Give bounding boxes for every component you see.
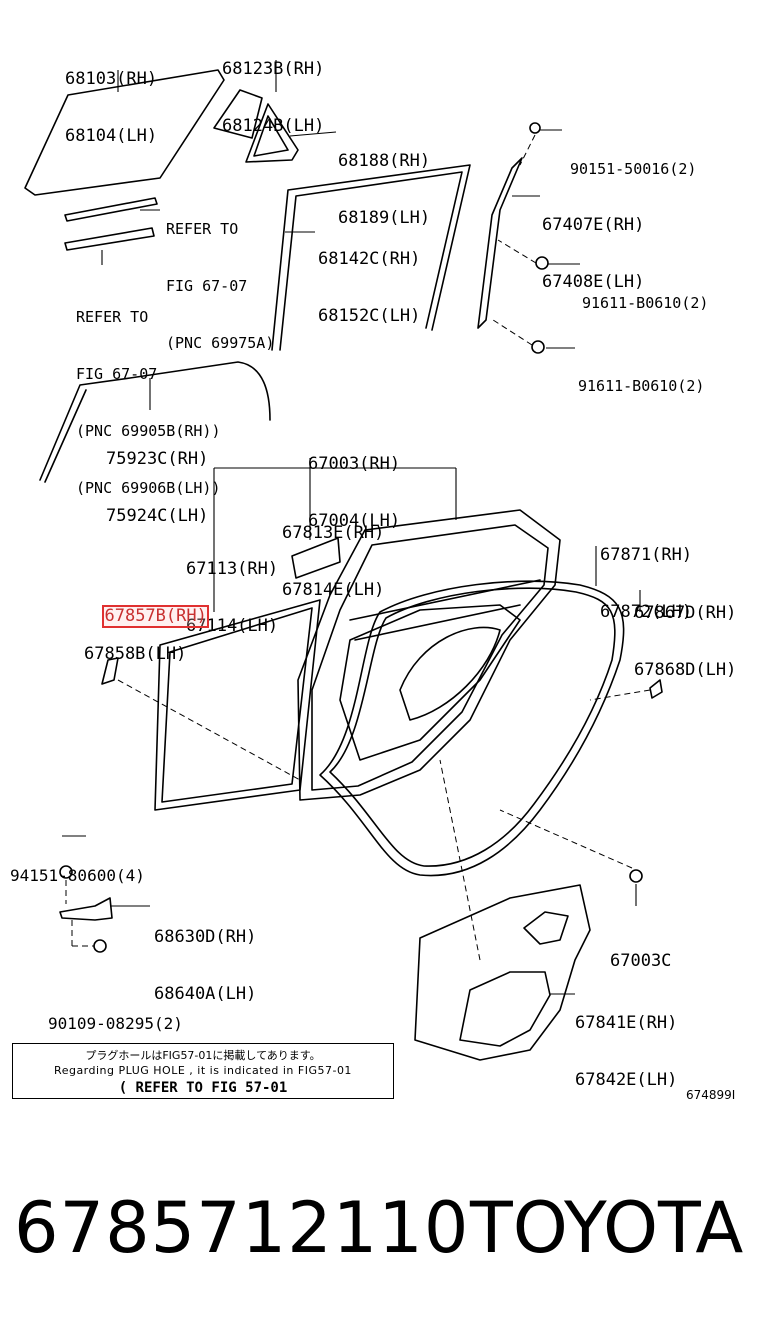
door-check-shape [59, 897, 113, 921]
bolt-shape [93, 939, 107, 953]
figure-id: 674899I [686, 1088, 736, 1102]
door-panel-shape [297, 509, 561, 801]
label-67813e: 67813E(RH) 67814E(LH) [282, 523, 385, 600]
label-refer-pnc-69975a: REFER TO FIG 67-07 (PNC 69975A) [166, 220, 275, 352]
label-67867d: 67867D(RH) 67868D(LH) [634, 603, 737, 680]
label-67407e: 67407E(RH) 67408E(LH) [542, 215, 645, 292]
notice-japanese: プラグホールはFIG57-01に掲載してあります。 [85, 1049, 321, 1062]
label-91611-b0610-upper: 91611-B0610(2) [582, 294, 709, 312]
label-67113: 67113(RH) 67114(LH) [186, 559, 279, 636]
notice-english: Regarding PLUG HOLE , it is indicated in… [54, 1064, 352, 1077]
belt-strip-upper [64, 197, 158, 222]
trim-board-shape [414, 884, 591, 1061]
label-91611-b0610-lower: 91611-B0610(2) [578, 377, 705, 395]
label-67841e: 67841E(RH) 67842E(LH) [575, 1013, 678, 1090]
part-number: 6785712110 [14, 1187, 470, 1269]
division-bar-shape [477, 157, 523, 329]
bolt-shape [629, 869, 643, 883]
clip-shape [649, 679, 663, 699]
label-68630d: 68630D(RH) 68640A(LH) [154, 927, 257, 1004]
plug-hole-notice-box: プラグホールはFIG57-01に掲載してあります。 Regarding PLUG… [12, 1043, 394, 1099]
label-67857b: 67857B(RH) 67858B(LH) [84, 605, 209, 664]
weatherstrip-shape [319, 580, 625, 877]
corner-frame-shape [245, 103, 299, 163]
notice-refer: ( REFER TO FIG 57-01 [118, 1080, 288, 1096]
run-channel-shape [271, 164, 471, 351]
label-94151-80600: 94151-80600(4) [10, 866, 145, 885]
label-67871: 67871(RH) 67872(LH) [600, 545, 693, 622]
screw-shape [529, 122, 541, 134]
highlighted-part-label[interactable]: 67857B(RH) [102, 605, 209, 628]
label-68188: 68188(RH) 68189(LH) [338, 151, 431, 228]
brand-name: TOYOTA [470, 1187, 744, 1269]
pad-shape [291, 537, 341, 579]
door-seal-shape [154, 599, 321, 811]
window-glass-shape [24, 69, 225, 196]
label-90109-08295: 90109-08295(2) [48, 1014, 183, 1033]
plug-shape [101, 657, 119, 685]
moulding-shape [39, 361, 271, 483]
label-67003c: 67003C [610, 951, 672, 971]
belt-strip-lower [64, 227, 155, 251]
label-68123b: 68123B(RH) 68124B(LH) [222, 59, 325, 136]
label-refer-pnc-69905b: REFER TO FIG 67-07 (PNC 69905B(RH)) (PNC… [76, 308, 221, 497]
bolt-shape [531, 340, 545, 354]
parts-diagram [24, 60, 663, 1061]
label-68103: 68103(RH) 68104(LH) [65, 69, 158, 146]
label-68142c: 68142C(RH) 68152C(LH) [318, 249, 421, 326]
fixed-glass-shape [213, 89, 263, 139]
label-90151-50016: 90151-50016(2) [570, 160, 697, 178]
label-75923c: 75923C(RH) 75924C(LH) [106, 449, 209, 526]
label-67003: 67003(RH) 67004(LH) [308, 454, 401, 531]
bolt-shape [59, 865, 73, 879]
